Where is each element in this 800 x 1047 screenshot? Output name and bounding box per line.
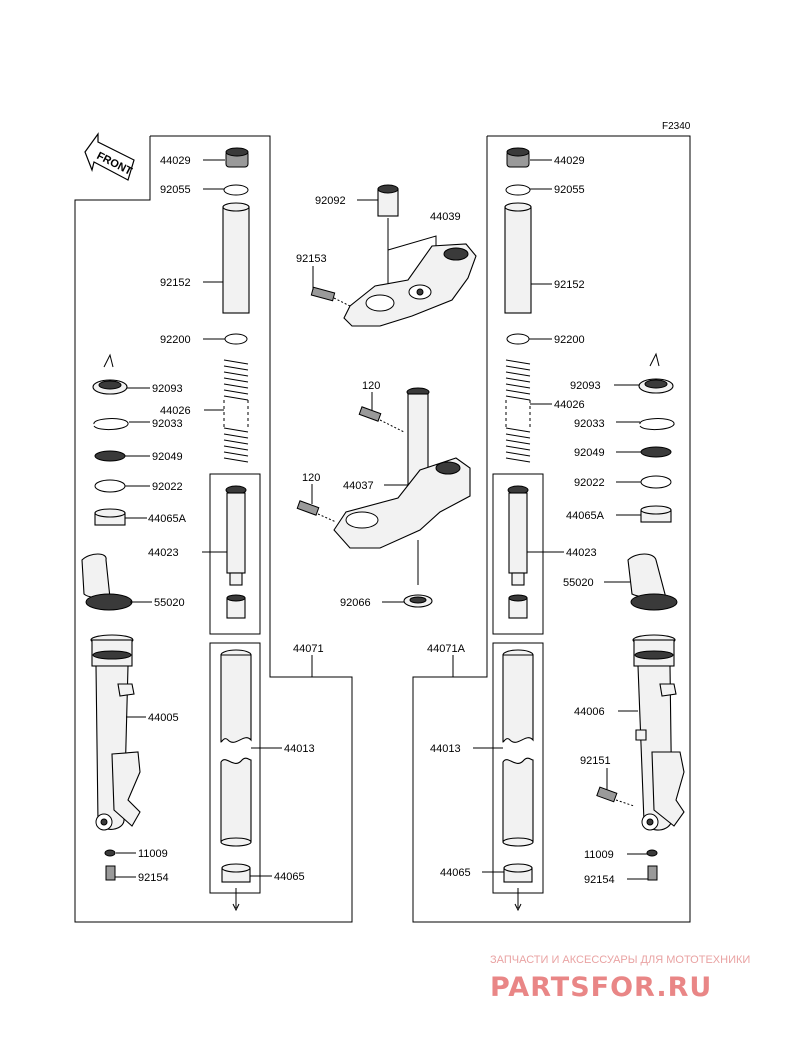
fork-spring-part bbox=[505, 359, 531, 463]
bushing-part bbox=[640, 505, 672, 523]
label-right-bushing[interactable]: 44065A bbox=[566, 510, 605, 522]
label-left-oring[interactable]: 92055 bbox=[160, 184, 191, 196]
label-right-lower-bushing[interactable]: 44065 bbox=[440, 867, 471, 879]
steering-stem-part bbox=[333, 387, 471, 585]
label-left-spring[interactable]: 44026 bbox=[160, 405, 191, 417]
leader-lines bbox=[115, 159, 648, 880]
label-left-spring-seat[interactable]: 92093 bbox=[152, 383, 183, 395]
label-right-gasket[interactable]: 11009 bbox=[584, 849, 614, 861]
outer-tube-part bbox=[90, 634, 141, 831]
circlip-part bbox=[639, 418, 675, 431]
label-right-ring[interactable]: 92022 bbox=[574, 477, 605, 489]
damper-cylinder-part bbox=[225, 485, 247, 619]
fork-spring-part bbox=[223, 359, 249, 463]
label-upper-bracket[interactable]: 44039 bbox=[430, 211, 461, 223]
inner-tube-part bbox=[220, 649, 252, 847]
washer-ring-part bbox=[94, 479, 126, 493]
fork-cap-part bbox=[225, 147, 249, 168]
label-nut[interactable]: 92066 bbox=[340, 597, 371, 609]
fork-cap-part bbox=[506, 147, 530, 168]
spring-seat-part bbox=[638, 352, 674, 394]
label-left-cylinder[interactable]: 44023 bbox=[148, 547, 179, 559]
label-left-outer-tube[interactable]: 44005 bbox=[148, 712, 179, 724]
label-bracket-bolt[interactable]: 92153 bbox=[296, 253, 327, 265]
label-right-cylinder[interactable]: 44023 bbox=[566, 547, 597, 559]
circlip-part bbox=[93, 418, 129, 431]
fork-guard-part bbox=[81, 553, 133, 611]
fork-pipe-part bbox=[504, 202, 532, 314]
label-right-oring[interactable]: 92055 bbox=[554, 184, 585, 196]
steering-parts bbox=[296, 184, 477, 608]
upper-bracket-part bbox=[343, 243, 477, 327]
label-stem[interactable]: 44037 bbox=[343, 480, 374, 492]
fork-guard-part bbox=[627, 553, 678, 611]
right-fork-parts bbox=[502, 147, 685, 912]
washer-part bbox=[224, 333, 248, 345]
washer-part bbox=[506, 333, 530, 345]
outer-tube-part bbox=[632, 634, 685, 831]
washer-ring-part bbox=[640, 475, 672, 489]
oil-seal-part bbox=[94, 450, 126, 462]
o-ring-part bbox=[223, 184, 249, 196]
front-direction-arrow: FRONT bbox=[84, 132, 135, 181]
label-right-outer-tube[interactable]: 44006 bbox=[574, 706, 605, 718]
damper-cylinder-part bbox=[507, 485, 529, 619]
label-collar[interactable]: 92092 bbox=[315, 195, 346, 207]
stem-bolt-part bbox=[358, 406, 405, 433]
collar-part bbox=[377, 184, 399, 217]
label-left-ring[interactable]: 92022 bbox=[152, 481, 183, 493]
axle-bolt-part bbox=[596, 786, 635, 807]
bolt-part bbox=[105, 865, 116, 881]
label-stem-bolt[interactable]: 120 bbox=[362, 380, 380, 392]
label-right-bolt[interactable]: 92154 bbox=[584, 874, 615, 886]
bolt-part bbox=[647, 865, 658, 881]
label-right-spring-seat[interactable]: 92093 bbox=[570, 380, 601, 392]
label-left-oil-seal[interactable]: 92049 bbox=[152, 451, 183, 463]
label-left-guard[interactable]: 55020 bbox=[154, 597, 185, 609]
label-left-inner-tube[interactable]: 44013 bbox=[284, 743, 315, 755]
label-left-washer[interactable]: 92200 bbox=[160, 334, 191, 346]
o-ring-part bbox=[505, 184, 531, 196]
watermark-brand[interactable]: PARTSFOR.RU bbox=[490, 972, 712, 1003]
label-left-fork-assy[interactable]: 44071 bbox=[293, 643, 324, 655]
inner-tube-part bbox=[502, 649, 534, 847]
lower-bolt-part bbox=[296, 500, 337, 523]
gasket-part bbox=[646, 849, 658, 857]
label-left-clip[interactable]: 92033 bbox=[152, 418, 183, 430]
bracket-bolt-part bbox=[310, 286, 351, 307]
label-right-axle-bolt[interactable]: 92151 bbox=[580, 755, 611, 767]
diagram-ref-code: F2340 bbox=[662, 121, 691, 132]
label-lower-bolt[interactable]: 120 bbox=[302, 472, 320, 484]
label-right-clip[interactable]: 92033 bbox=[574, 418, 605, 430]
spring-seat-part bbox=[92, 353, 128, 395]
label-left-bushing[interactable]: 44065A bbox=[148, 513, 187, 525]
left-fork-parts bbox=[81, 147, 252, 912]
left-fork-frame bbox=[74, 135, 353, 923]
lower-bushing-part bbox=[503, 863, 533, 912]
part-labels: 44029 92055 92152 92200 92093 44026 9203… bbox=[138, 155, 615, 886]
label-right-fork-assy[interactable]: 44071A bbox=[427, 643, 466, 655]
label-left-bolt[interactable]: 92154 bbox=[138, 872, 169, 884]
label-right-pipe[interactable]: 92152 bbox=[554, 279, 585, 291]
label-left-cap[interactable]: 44029 bbox=[160, 155, 191, 167]
gasket-part bbox=[104, 849, 116, 857]
fork-pipe-part bbox=[222, 202, 250, 314]
label-left-gasket[interactable]: 11009 bbox=[138, 848, 168, 860]
watermark-tagline: ЗАПЧАСТИ И АКСЕССУАРЫ ДЛЯ МОТОТЕХНИКИ bbox=[490, 954, 750, 966]
oil-seal-part bbox=[640, 446, 672, 458]
stem-nut-part bbox=[403, 594, 433, 608]
label-right-cap[interactable]: 44029 bbox=[554, 155, 585, 167]
label-right-washer[interactable]: 92200 bbox=[554, 334, 585, 346]
watermark: ЗАПЧАСТИ И АКСЕССУАРЫ ДЛЯ МОТОТЕХНИКИ PA… bbox=[490, 954, 750, 1003]
bushing-part bbox=[94, 508, 126, 526]
lower-bushing-part bbox=[221, 863, 251, 912]
label-right-spring[interactable]: 44026 bbox=[554, 399, 585, 411]
label-right-oil-seal[interactable]: 92049 bbox=[574, 447, 605, 459]
label-right-inner-tube[interactable]: 44013 bbox=[430, 743, 461, 755]
label-left-lower-bushing[interactable]: 44065 bbox=[274, 871, 305, 883]
label-left-pipe[interactable]: 92152 bbox=[160, 277, 191, 289]
label-right-guard[interactable]: 55020 bbox=[563, 577, 594, 589]
